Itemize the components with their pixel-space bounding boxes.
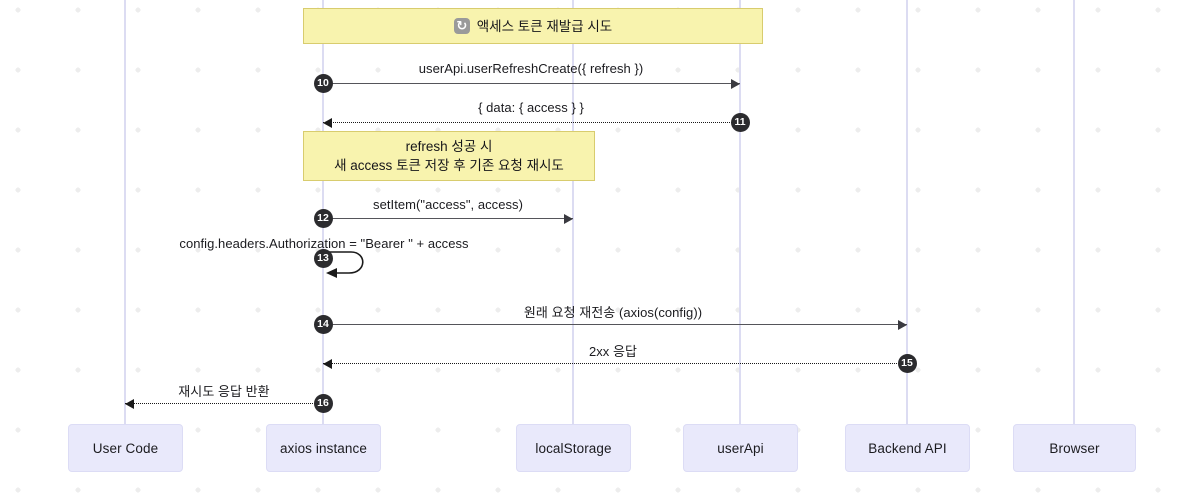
note-line: 액세스 토큰 재발급 시도 [476, 18, 613, 34]
lifeline-userapi [739, 0, 741, 424]
lifeline-user-code [124, 0, 126, 424]
participant-user-code[interactable]: User Code [68, 424, 183, 472]
sequence-badge-14: 14 [313, 314, 333, 334]
sequence-badge-16: 16 [313, 393, 333, 413]
participant-label: userApi [717, 440, 764, 456]
message-label-12: setItem("access", access) [373, 197, 523, 212]
arrow-head-10 [731, 79, 740, 89]
note-line: 새 access 토큰 저장 후 기존 요청 재시도 [334, 158, 564, 173]
message-label-14: 원래 요청 재전송 (axios(config)) [523, 305, 703, 320]
sequence-badge-10: 10 [313, 73, 333, 93]
arrow-head-12 [564, 214, 573, 224]
sequence-badge-13: 13 [313, 248, 333, 268]
sequence-badge-12: 12 [313, 208, 333, 228]
participant-label: Backend API [868, 440, 947, 456]
sequence-badge-15: 15 [897, 353, 917, 373]
participant-label: User Code [92, 440, 159, 456]
participant-axios-instance[interactable]: axios instance [266, 424, 381, 472]
participant-userapi[interactable]: userApi [683, 424, 798, 472]
message-line-11 [323, 122, 740, 123]
message-label-10: userApi.userRefreshCreate({ refresh }) [418, 61, 644, 76]
note-line: refresh 성공 시 [405, 139, 493, 154]
message-label-11: { data: { access } } [478, 100, 584, 115]
lifeline-browser [1073, 0, 1075, 424]
participant-backend-api[interactable]: Backend API [845, 424, 970, 472]
sequence-badge-11: 11 [730, 112, 750, 132]
arrow-head-15 [323, 359, 332, 369]
participant-label: localStorage [535, 440, 612, 456]
note-note-access-token-retry: 액세스 토큰 재발급 시도 [303, 8, 763, 44]
lifeline-backend-api [906, 0, 908, 424]
message-line-14 [323, 324, 907, 325]
message-label-15: 2xx 응답 [588, 344, 638, 359]
lifeline-localstorage [572, 0, 574, 424]
message-line-15 [323, 363, 907, 364]
message-label-16: 재시도 응답 반환 [178, 384, 270, 399]
participant-browser[interactable]: Browser [1013, 424, 1136, 472]
refresh-icon [453, 18, 470, 34]
arrow-head-16 [125, 399, 134, 409]
message-line-10 [323, 83, 740, 84]
message-line-16 [125, 403, 323, 404]
participant-label: Browser [1049, 440, 1100, 456]
self-loop-arrow-13 [326, 251, 364, 278]
arrow-head-14 [898, 320, 907, 330]
participant-label: axios instance [280, 440, 367, 456]
message-label-13: config.headers.Authorization = "Bearer "… [179, 236, 469, 251]
participant-localstorage[interactable]: localStorage [516, 424, 631, 472]
arrow-head-11 [323, 118, 332, 128]
message-line-12 [323, 218, 573, 219]
